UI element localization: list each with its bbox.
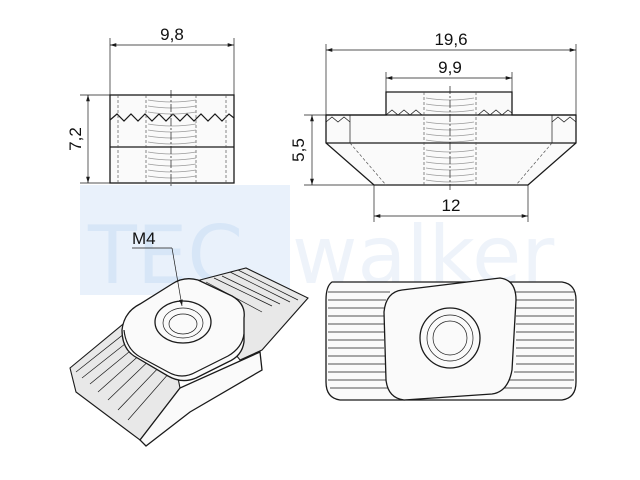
- dim-side-height: 5,5: [289, 138, 308, 162]
- top-view-hole: [419, 307, 481, 369]
- iso-body-front: [139, 351, 263, 447]
- isometric-view: M4: [69, 229, 309, 447]
- dim-side-total-width: 19,6: [434, 30, 467, 49]
- dim-front-width: 9,8: [160, 25, 184, 44]
- top-view-ribs-right: [500, 291, 574, 389]
- iso-thread-hole: [154, 300, 212, 344]
- callout-thread-size: M4: [132, 229, 156, 248]
- front-view-body: [109, 94, 235, 184]
- dim-side-bottom-width: 12: [442, 196, 461, 215]
- top-view: [325, 277, 577, 401]
- callout-leader: [171, 247, 183, 307]
- side-view: 19,6 9,9 5,5 12: [289, 30, 577, 222]
- dim-side-top-width: 9,9: [438, 58, 462, 77]
- dim-front-height: 7,2: [66, 127, 85, 151]
- front-view: 9,8 7,2: [66, 25, 235, 188]
- front-view-thread: [145, 95, 197, 183]
